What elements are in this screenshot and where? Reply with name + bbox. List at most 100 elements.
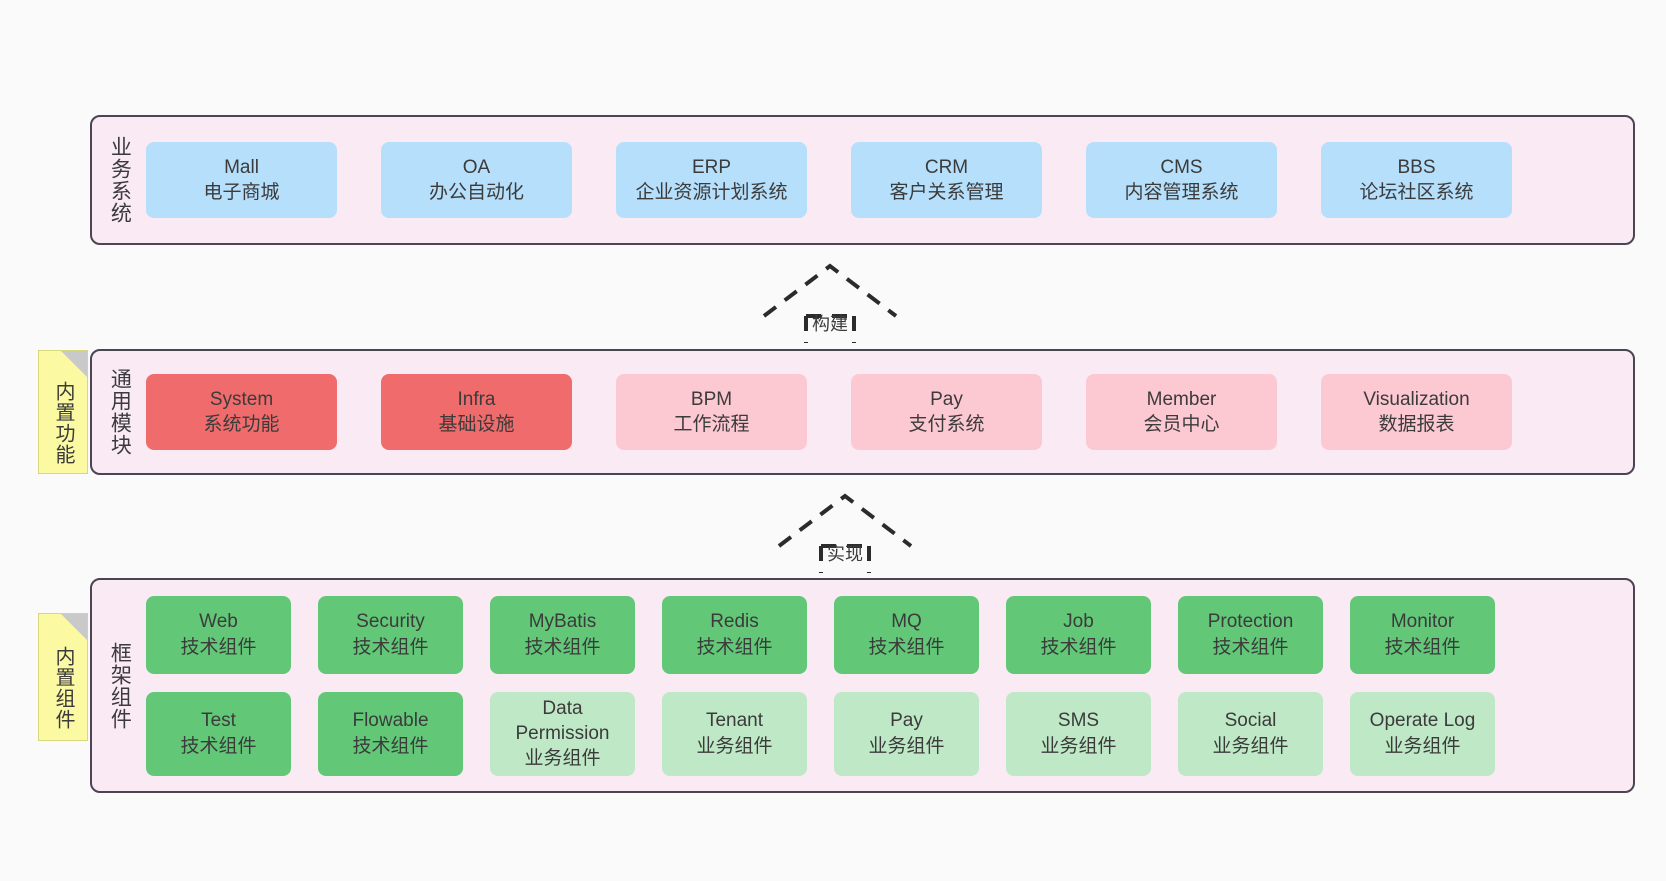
- card-title: Visualization: [1363, 388, 1470, 410]
- card-title: OA: [462, 156, 491, 178]
- note-builtin-features: 内置功能: [38, 350, 88, 474]
- component-card-flowable[interactable]: Flowable 技术组件: [318, 691, 463, 776]
- card-title: Web: [199, 611, 238, 633]
- layer-body-business-systems: Mall 电子商城 OA 办公自动化 ERP 企业资源计划系统 CRM 客户关系…: [146, 117, 1633, 243]
- card-title: Security: [356, 611, 425, 633]
- component-card-monitor[interactable]: Monitor 技术组件: [1350, 595, 1495, 674]
- component-card-security[interactable]: Security 技术组件: [318, 595, 463, 674]
- card-subtitle: 技术组件: [352, 735, 429, 757]
- card-title: Redis: [710, 611, 759, 633]
- layer-body-framework-components: Web 技术组件 Security 技术组件 MyBatis 技术组件 Redi…: [146, 580, 1633, 791]
- card-subtitle: 技术组件: [180, 636, 257, 658]
- card-subtitle: 论坛社区系统: [1359, 182, 1474, 203]
- component-card-mybatis[interactable]: MyBatis 技术组件: [490, 595, 635, 674]
- card-subtitle: 电子商城: [203, 182, 280, 203]
- module-card-pay[interactable]: Pay 支付系统: [851, 374, 1042, 450]
- module-card-bbs[interactable]: BBS 论坛社区系统: [1321, 142, 1512, 218]
- module-card-member[interactable]: Member 会员中心: [1086, 374, 1277, 450]
- card-row: System 系统功能 Infra 基础设施 BPM 工作流程 Pay 支付系统…: [146, 374, 1619, 450]
- component-card-mq[interactable]: MQ 技术组件: [834, 595, 979, 674]
- card-subtitle: 会员中心: [1143, 414, 1220, 435]
- module-card-crm[interactable]: CRM 客户关系管理: [851, 142, 1042, 218]
- layer-framework-components: 框架组件 Web 技术组件 Security 技术组件 MyBatis 技术组件…: [90, 578, 1635, 793]
- card-title: Monitor: [1390, 611, 1455, 633]
- card-subtitle: 技术组件: [352, 636, 429, 658]
- layer-business-systems: 业务系统 Mall 电子商城 OA 办公自动化 ERP 企业资源计划系统 CRM…: [90, 115, 1635, 245]
- card-row: Mall 电子商城 OA 办公自动化 ERP 企业资源计划系统 CRM 客户关系…: [146, 142, 1619, 218]
- card-title: Social: [1224, 710, 1277, 732]
- module-card-infra[interactable]: Infra 基础设施: [381, 374, 572, 450]
- card-title: Job: [1063, 611, 1094, 633]
- card-subtitle: 技术组件: [1384, 636, 1461, 658]
- note-fold-icon: [61, 351, 87, 377]
- module-card-mall[interactable]: Mall 电子商城: [146, 142, 337, 218]
- component-card-social[interactable]: Social 业务组件: [1178, 691, 1323, 776]
- module-card-system[interactable]: System 系统功能: [146, 374, 337, 450]
- module-card-oa[interactable]: OA 办公自动化: [381, 142, 572, 218]
- card-title: Operate Log: [1369, 710, 1476, 732]
- card-title: BPM: [690, 388, 733, 410]
- card-subtitle: 技术组件: [696, 636, 773, 658]
- component-card-job[interactable]: Job 技术组件: [1006, 595, 1151, 674]
- layer-body-common-modules: System 系统功能 Infra 基础设施 BPM 工作流程 Pay 支付系统…: [146, 351, 1633, 473]
- card-subtitle: 支付系统: [908, 414, 985, 435]
- card-subtitle: 客户关系管理: [889, 182, 1004, 203]
- layer-common-modules: 通用模块 System 系统功能 Infra 基础设施 BPM 工作流程 Pay…: [90, 349, 1635, 475]
- connector-implement: 实现: [775, 490, 915, 575]
- component-card-test[interactable]: Test 技术组件: [146, 691, 291, 776]
- module-card-erp[interactable]: ERP 企业资源计划系统: [616, 142, 807, 218]
- card-subtitle: 企业资源计划系统: [635, 182, 788, 203]
- component-card-protection[interactable]: Protection 技术组件: [1178, 595, 1323, 674]
- card-subtitle: 业务组件: [696, 735, 773, 757]
- card-subtitle: 系统功能: [203, 414, 280, 435]
- card-title: Pay: [890, 710, 923, 732]
- note-label: 内置功能: [52, 381, 74, 465]
- module-card-visualization[interactable]: Visualization 数据报表: [1321, 374, 1512, 450]
- component-card-operate-log[interactable]: Operate Log 业务组件: [1350, 691, 1495, 776]
- card-subtitle: 技术组件: [1212, 636, 1289, 658]
- card-row: Web 技术组件 Security 技术组件 MyBatis 技术组件 Redi…: [146, 595, 1619, 674]
- card-subtitle: 技术组件: [524, 636, 601, 658]
- card-subtitle: 技术组件: [868, 636, 945, 658]
- card-subtitle: 业务组件: [1384, 735, 1461, 757]
- module-card-cms[interactable]: CMS 内容管理系统: [1086, 142, 1277, 218]
- card-title: Flowable: [352, 710, 429, 732]
- note-label: 内置组件: [52, 646, 74, 730]
- card-subtitle: 内容管理系统: [1124, 182, 1239, 203]
- card-subtitle: 基础设施: [438, 414, 515, 435]
- card-title: MQ: [891, 611, 922, 633]
- card-title: System: [209, 388, 274, 410]
- card-title: Data Permission: [515, 697, 610, 744]
- component-card-web[interactable]: Web 技术组件: [146, 595, 291, 674]
- card-title: Tenant: [705, 710, 764, 732]
- card-row: Test 技术组件 Flowable 技术组件 Data Permission …: [146, 691, 1619, 776]
- card-subtitle: 业务组件: [524, 748, 601, 770]
- card-subtitle: 业务组件: [1040, 735, 1117, 757]
- card-title: Protection: [1207, 611, 1294, 633]
- card-title: CRM: [924, 156, 969, 178]
- card-subtitle: 技术组件: [180, 735, 257, 757]
- card-subtitle: 工作流程: [673, 414, 750, 435]
- card-subtitle: 业务组件: [868, 735, 945, 757]
- card-title: Infra: [457, 388, 496, 410]
- note-fold-icon: [61, 614, 87, 640]
- card-title: MyBatis: [528, 611, 597, 633]
- card-title: Pay: [930, 388, 963, 410]
- card-title: BBS: [1397, 156, 1436, 178]
- component-card-redis[interactable]: Redis 技术组件: [662, 595, 807, 674]
- card-subtitle: 数据报表: [1378, 414, 1455, 435]
- layer-title-framework-components: 框架组件: [108, 641, 132, 730]
- card-title: CMS: [1160, 156, 1203, 178]
- note-builtin-components: 内置组件: [38, 613, 88, 741]
- connector-build: 构建: [760, 260, 900, 345]
- component-card-tenant[interactable]: Tenant 业务组件: [662, 691, 807, 776]
- layer-title-business-systems: 业务系统: [108, 136, 132, 224]
- card-title: ERP: [691, 156, 732, 178]
- card-title: SMS: [1057, 710, 1100, 732]
- component-card-data-permission[interactable]: Data Permission 业务组件: [490, 691, 635, 776]
- connector-label-build: 构建: [812, 314, 848, 334]
- component-card-pay[interactable]: Pay 业务组件: [834, 691, 979, 776]
- component-card-sms[interactable]: SMS 业务组件: [1006, 691, 1151, 776]
- module-card-bpm[interactable]: BPM 工作流程: [616, 374, 807, 450]
